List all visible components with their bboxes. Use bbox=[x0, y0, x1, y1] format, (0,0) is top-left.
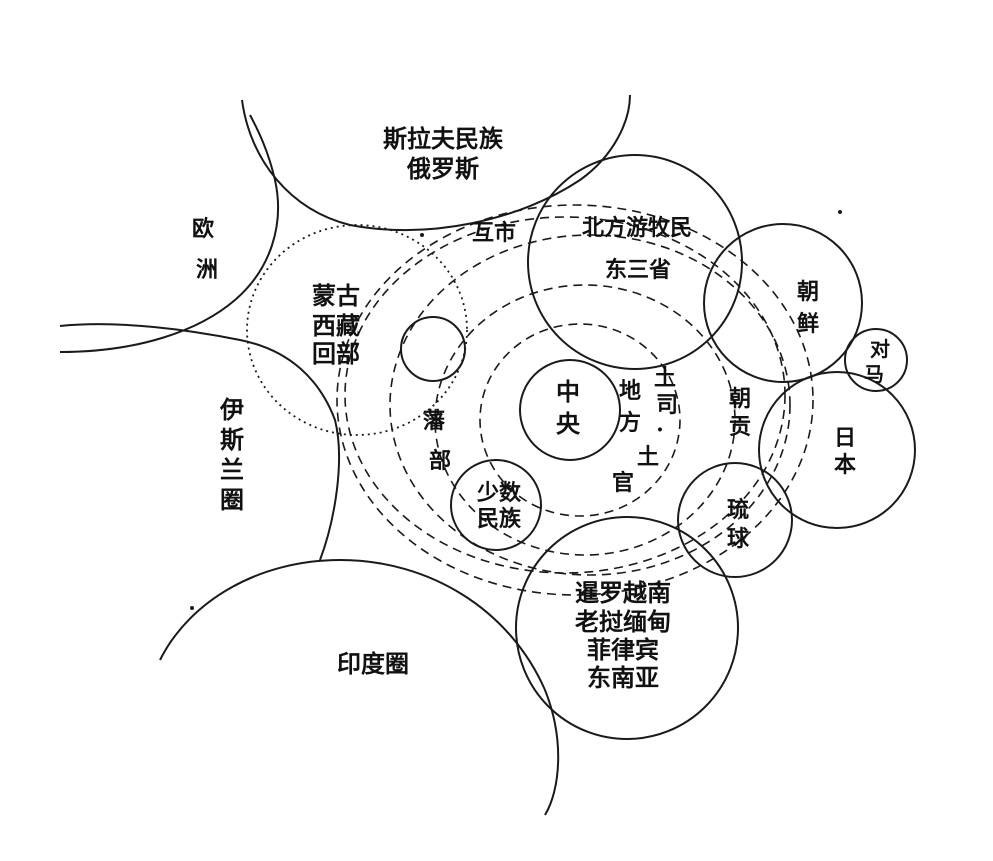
svg-text:蒙古: 蒙古 bbox=[312, 281, 360, 310]
svg-text:贡: 贡 bbox=[729, 414, 751, 440]
svg-text:本: 本 bbox=[834, 452, 856, 478]
svg-text:鲜: 鲜 bbox=[797, 311, 819, 337]
svg-text:兰: 兰 bbox=[220, 455, 244, 484]
svg-text:日: 日 bbox=[834, 425, 856, 451]
svg-text:方: 方 bbox=[619, 410, 641, 436]
svg-text:欧: 欧 bbox=[192, 216, 214, 242]
svg-text:老挝缅甸: 老挝缅甸 bbox=[575, 607, 671, 636]
ring-4 bbox=[336, 204, 814, 596]
svg-text:菲律宾: 菲律宾 bbox=[587, 635, 659, 664]
dot-1 bbox=[838, 210, 842, 214]
tsushima-circle bbox=[844, 328, 908, 392]
tsushima-label: 对 马 bbox=[864, 337, 890, 386]
svg-text:斯拉夫民族: 斯拉夫民族 bbox=[383, 124, 504, 153]
europe-label: 欧 洲 bbox=[192, 216, 218, 283]
svg-text:土: 土 bbox=[637, 444, 659, 470]
svg-text:地: 地 bbox=[619, 378, 641, 404]
center-label: 中 央 bbox=[556, 377, 581, 438]
southeast-asia-circle bbox=[515, 516, 739, 740]
center-circle bbox=[519, 359, 621, 461]
svg-text:朝: 朝 bbox=[729, 386, 751, 412]
svg-text:土: 土 bbox=[654, 365, 676, 391]
small-circle bbox=[400, 316, 466, 382]
mongolia-tibet-circle bbox=[246, 224, 468, 436]
svg-text:暹罗越南: 暹罗越南 bbox=[575, 578, 671, 607]
svg-text:中: 中 bbox=[556, 377, 580, 406]
india-circle bbox=[159, 558, 560, 816]
svg-text:斯: 斯 bbox=[220, 425, 244, 454]
svg-text:俄罗斯: 俄罗斯 bbox=[406, 154, 479, 183]
svg-text:朝: 朝 bbox=[797, 279, 819, 305]
ryukyu-label: 琉 球 bbox=[727, 497, 750, 552]
fan-bu-label: 藩 部 bbox=[423, 408, 451, 474]
svg-text:民族: 民族 bbox=[477, 506, 522, 532]
tribute-label: 朝 贡 bbox=[729, 386, 751, 440]
ring-5 bbox=[344, 216, 786, 574]
svg-text:部: 部 bbox=[429, 448, 451, 474]
tusi-label: 土 司 · 土 官 bbox=[612, 365, 678, 496]
svg-text:·: · bbox=[656, 417, 664, 443]
svg-text:东南亚: 东南亚 bbox=[587, 663, 659, 692]
dot-2 bbox=[190, 606, 194, 610]
islam-label: 伊 斯 兰 圈 bbox=[219, 395, 244, 514]
ryukyu-circle bbox=[677, 462, 793, 578]
slav-label: 斯拉夫民族 俄罗斯 bbox=[383, 124, 504, 183]
svg-text:伊: 伊 bbox=[219, 395, 244, 424]
ring-3 bbox=[389, 234, 791, 576]
svg-text:马: 马 bbox=[864, 362, 884, 386]
svg-text:回部: 回部 bbox=[312, 339, 360, 368]
india-label: 印度圈 bbox=[337, 649, 409, 678]
svg-text:圈: 圈 bbox=[220, 485, 244, 514]
svg-text:西藏: 西藏 bbox=[312, 311, 360, 340]
mongolia-tibet-label: 蒙古 西藏 回部 bbox=[312, 281, 360, 368]
southeast-asia-label: 暹罗越南 老挝缅甸 菲律宾 东南亚 bbox=[575, 578, 671, 692]
svg-text:球: 球 bbox=[727, 526, 750, 552]
europe-circle bbox=[59, 323, 340, 561]
minorities-circle bbox=[450, 459, 542, 551]
mutual-market-label: 互市 bbox=[472, 220, 516, 246]
japan-circle bbox=[758, 371, 916, 529]
minorities-label: 少数 民族 bbox=[476, 480, 522, 532]
three-provinces-label: 东三省 bbox=[605, 257, 671, 283]
svg-text:官: 官 bbox=[612, 470, 634, 496]
europe-arc-upper bbox=[59, 114, 279, 353]
korea-label: 朝 鲜 bbox=[797, 279, 819, 337]
ring-2 bbox=[434, 284, 736, 556]
svg-text:琉: 琉 bbox=[727, 497, 749, 523]
local-label: 地 方 bbox=[619, 378, 641, 436]
svg-text:对: 对 bbox=[870, 337, 890, 361]
northern-nomads-label: 北方游牧民 bbox=[582, 215, 692, 241]
svg-text:藩: 藩 bbox=[423, 408, 446, 434]
svg-text:央: 央 bbox=[556, 409, 581, 438]
dot-3 bbox=[420, 233, 424, 237]
svg-text:洲: 洲 bbox=[196, 257, 218, 283]
ring-1 bbox=[479, 323, 681, 517]
korea-circle bbox=[703, 223, 863, 383]
japan-label: 日 本 bbox=[834, 425, 856, 478]
svg-text:司: 司 bbox=[656, 392, 678, 418]
svg-text:少数: 少数 bbox=[476, 480, 522, 506]
